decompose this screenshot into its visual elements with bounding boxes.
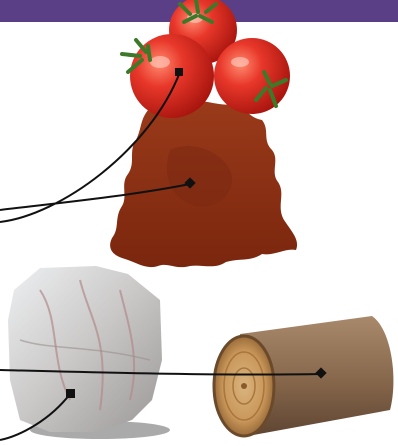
tomatoes-image <box>122 0 290 118</box>
leather-hide-image <box>110 101 297 267</box>
match-point-marble[interactable] <box>66 389 75 398</box>
wood-log-image <box>214 316 393 436</box>
match-point-tomatoes[interactable] <box>175 68 183 76</box>
marble-rock-image <box>8 266 170 439</box>
